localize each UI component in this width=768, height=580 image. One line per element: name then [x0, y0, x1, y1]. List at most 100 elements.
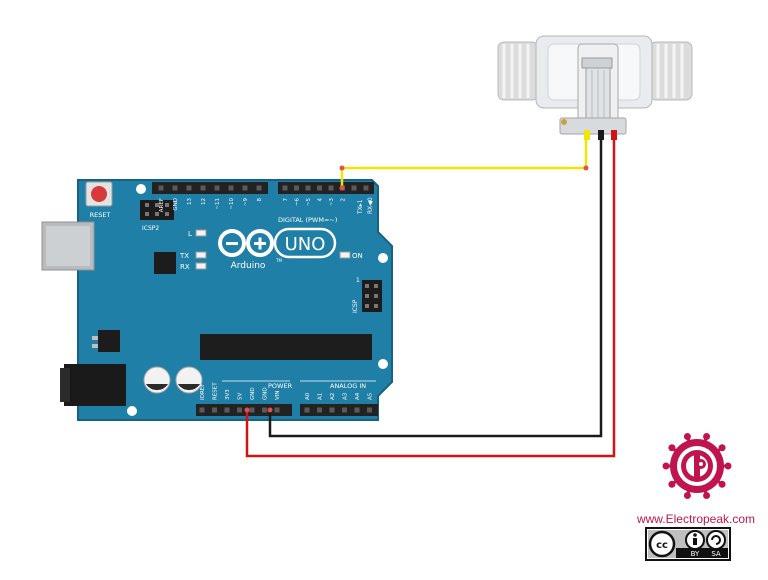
usb-chip [154, 252, 176, 274]
header-pin-hole [262, 407, 267, 413]
pin-label: IOREF [200, 384, 206, 400]
header-pin-hole [199, 407, 205, 413]
pin-label: ~3 [329, 198, 335, 207]
rx-label: RX [180, 263, 190, 271]
logo-node [718, 480, 726, 488]
header-pin-hole [200, 185, 206, 191]
header-pin-hole [354, 407, 360, 413]
icsp-label: ICSP [352, 299, 359, 313]
voltage-regulator [98, 330, 120, 352]
trademark: TM [275, 258, 282, 263]
icsp2-label: ICSP2 [142, 225, 159, 232]
logo-node [724, 462, 732, 470]
wires [244, 140, 616, 458]
capacitor-2 [175, 366, 203, 394]
pin-label: ~6 [295, 198, 301, 207]
header-pin-hole [214, 185, 220, 191]
icsp-pin1: 1 [356, 277, 360, 284]
tx-label: TX [179, 252, 189, 260]
header-pin-hole [367, 407, 372, 413]
led-rx [195, 262, 207, 270]
license-sa: SA [711, 550, 721, 558]
led-tx [195, 251, 207, 259]
header-pin-hole [329, 407, 335, 413]
header-pin-hole [317, 185, 322, 191]
header-pin-hole [351, 185, 357, 191]
header-pin-hole [242, 185, 248, 191]
header-pin-hole [212, 407, 217, 413]
wire-end-5v [244, 407, 250, 413]
arduino-brand: Arduino [231, 261, 266, 271]
signal-wire [340, 140, 588, 188]
pin-label: 3V3 [225, 389, 231, 400]
rx-pin-label: RX◀0 [367, 197, 374, 214]
pin-label: A3 [343, 392, 349, 400]
pin-label: RESET [213, 382, 219, 400]
cc-icon: cc [648, 530, 676, 558]
pin-label: A4 [355, 392, 361, 400]
logo-node [668, 444, 676, 452]
led-l [195, 229, 207, 237]
logo-node [703, 491, 711, 499]
pin-label: A5 [368, 392, 374, 400]
digital-header-low [278, 182, 374, 194]
power-header [196, 404, 292, 416]
pin-label: 12 [201, 198, 207, 205]
power-wire [245, 140, 616, 458]
arduino-logo [218, 227, 337, 259]
pin-label: 13 [187, 198, 193, 205]
logo-node [683, 433, 691, 441]
sa-icon [706, 530, 726, 550]
header-pin-hole [256, 185, 262, 191]
header-pin-hole [158, 185, 164, 191]
water-flow-sensor [497, 35, 693, 140]
header-pin-hole [249, 407, 255, 413]
header-pin-hole [274, 407, 280, 413]
analog-label: ANALOG IN [330, 382, 366, 390]
logo-node [683, 491, 691, 499]
logo-node [662, 462, 670, 470]
header-pin-hole [317, 407, 322, 413]
pin-label: 7 [283, 198, 289, 202]
pin-label: A2 [330, 393, 336, 400]
logo-node [668, 480, 676, 488]
header-pin-hole [294, 185, 299, 191]
cc-label: cc [656, 540, 668, 551]
wire-junction [339, 165, 345, 171]
cc-by-sa-badge: cc BY SA [645, 527, 731, 561]
pin-label: A0 [305, 392, 311, 400]
by-icon [685, 530, 705, 550]
reset-button [85, 181, 113, 207]
license-by: BY [691, 550, 700, 558]
pin-label: ~9 [243, 198, 249, 207]
pin-label: A1 [318, 393, 324, 400]
header-pin-hole [282, 185, 288, 191]
header-pin-hole [186, 185, 192, 191]
wire-junction [583, 165, 589, 171]
capacitor-1 [143, 366, 171, 394]
led-on [339, 251, 351, 259]
pin-label: GND [263, 387, 269, 400]
pin-label: ~10 [229, 198, 235, 210]
tx-pin-label: TX▸1 [357, 199, 364, 215]
wire-end-gnd [267, 407, 273, 413]
uno-label: UNO [285, 234, 326, 255]
pin-label: 8 [257, 198, 263, 202]
header-pin-hole [305, 185, 311, 191]
header-pin-hole [172, 185, 178, 191]
digital-header-high [152, 182, 268, 194]
electropeak-url[interactable]: www.Electropeak.com [636, 512, 756, 526]
atmega-chip [200, 334, 372, 360]
reset-label: RESET [90, 211, 111, 219]
pin-label: GND [250, 387, 256, 400]
header-pin-hole [363, 185, 369, 191]
analog-header [300, 404, 378, 416]
electropeak-logo [662, 433, 732, 499]
pin-label: 2 [341, 198, 347, 202]
logo-node [718, 444, 726, 452]
pin-label: 4 [318, 198, 324, 202]
digital-label: DIGITAL (PWM=~) [278, 216, 337, 224]
